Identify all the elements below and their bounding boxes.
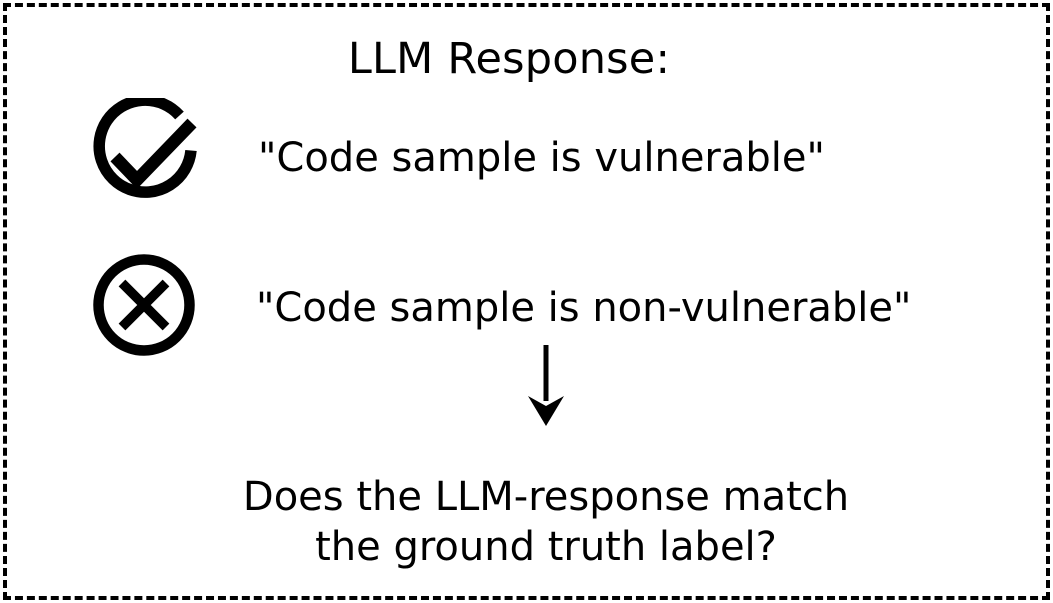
x-circle-icon	[90, 248, 208, 363]
page-title: LLM Response:	[347, 34, 671, 84]
question-line-2: the ground truth label?	[315, 524, 777, 570]
response-option-non-vulnerable: "Code sample is non-vulnerable"	[90, 248, 911, 363]
response-label-non-vulnerable: "Code sample is non-vulnerable"	[256, 284, 912, 331]
check-circle-icon	[90, 94, 208, 213]
question-line-1: Does the LLM-response match	[242, 474, 850, 520]
down-arrow-icon	[513, 340, 579, 432]
question-text: Does the LLM-response match the ground t…	[0, 473, 1053, 571]
response-option-vulnerable: "Code sample is vulnerable"	[90, 94, 825, 213]
response-label-vulnerable: "Code sample is vulnerable"	[258, 134, 825, 181]
